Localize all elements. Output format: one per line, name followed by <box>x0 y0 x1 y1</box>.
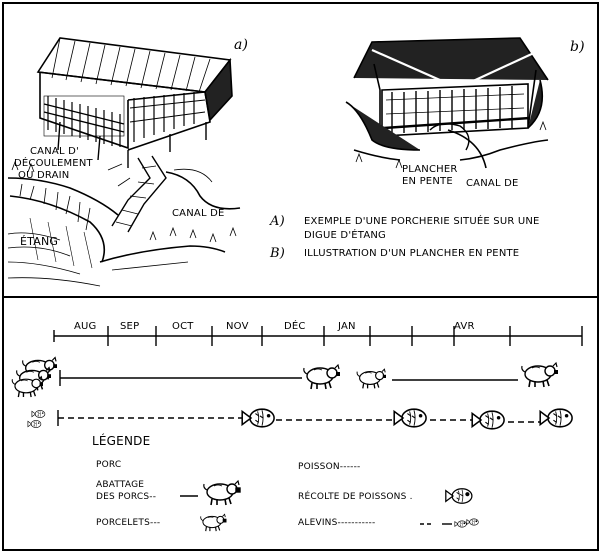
month-oct: OCT <box>172 321 194 332</box>
legend-piglet-icon <box>200 513 227 532</box>
fingerling-icon <box>27 410 46 428</box>
fish-harvest-icon-nov <box>241 408 275 428</box>
label-canal-a: CANAL DE <box>172 208 225 219</box>
caption-b-text: ILLUSTRATION D'UN PLANCHER EN PENTE <box>304 248 520 259</box>
legend-fingerling-icon-1 <box>454 520 467 528</box>
label-plancher-2: EN PENTE <box>402 176 453 187</box>
legend-alevins: ALEVINS----------- <box>298 518 376 528</box>
month-avr: AVR <box>454 321 475 332</box>
pig-slaughter-icon-avr <box>520 362 559 388</box>
fish-harvest-icon-mar <box>471 410 505 430</box>
pig-growth-line <box>59 370 518 386</box>
fish-harvest-icon-jan <box>393 408 427 428</box>
legend-fish-icon <box>445 488 473 504</box>
legend-recolte: RÉCOLTE DE POISSONS . <box>298 492 413 502</box>
month-nov: NOV <box>226 321 249 332</box>
label-etang: ÉTANG <box>20 235 59 248</box>
panel-divider <box>2 296 599 298</box>
fish-growth-line <box>58 417 542 423</box>
caption-a-key: A) <box>270 214 285 229</box>
label-plancher-1: PLANCHER <box>402 164 458 175</box>
sloped-floor-drawing <box>345 37 549 169</box>
caption-a-text: EXEMPLE D'UNE PORCHERIE SITUÉE SUR UNE <box>304 216 540 227</box>
legend-porcelets: PORCELETS--- <box>96 518 161 528</box>
caption-b-key: B) <box>270 246 286 261</box>
piglet-icon-jan <box>356 368 387 390</box>
caption-a-text2: DIGUE D'ÉTANG <box>304 230 386 241</box>
label-drain-2: DÉCOULEMENT <box>14 158 93 169</box>
fish-harvest-icon-avr <box>539 408 573 428</box>
month-dec: DÉC <box>284 321 306 332</box>
legend-title: LÉGENDE <box>92 434 151 448</box>
pig-slaughter-icon-dec <box>302 364 341 390</box>
month-jan: JAN <box>338 321 356 332</box>
panel-a-letter: a) <box>234 37 249 53</box>
pig-house-drawing <box>7 37 241 287</box>
timeline-axis <box>53 326 583 346</box>
legend-abattage-1: ABATTAGE <box>96 480 145 490</box>
month-aug: AUG <box>74 321 97 332</box>
piglets-group-icon <box>11 356 58 398</box>
panel-b-letter: b) <box>570 39 585 55</box>
legend-abattage-pig-icon <box>203 480 241 506</box>
label-canal-b: CANAL DE <box>466 178 519 189</box>
legend-fingerling-icon-2 <box>466 518 479 526</box>
month-sep: SEP <box>120 321 140 332</box>
legend-abattage-2: DES PORCS-- <box>96 492 157 502</box>
label-drain-3: OU DRAIN <box>18 170 70 181</box>
legend-porc: PORC <box>96 460 122 470</box>
legend-symbols <box>180 480 479 532</box>
label-drain-1: CANAL D' <box>30 146 79 157</box>
legend-poisson: POISSON------ <box>298 462 361 472</box>
